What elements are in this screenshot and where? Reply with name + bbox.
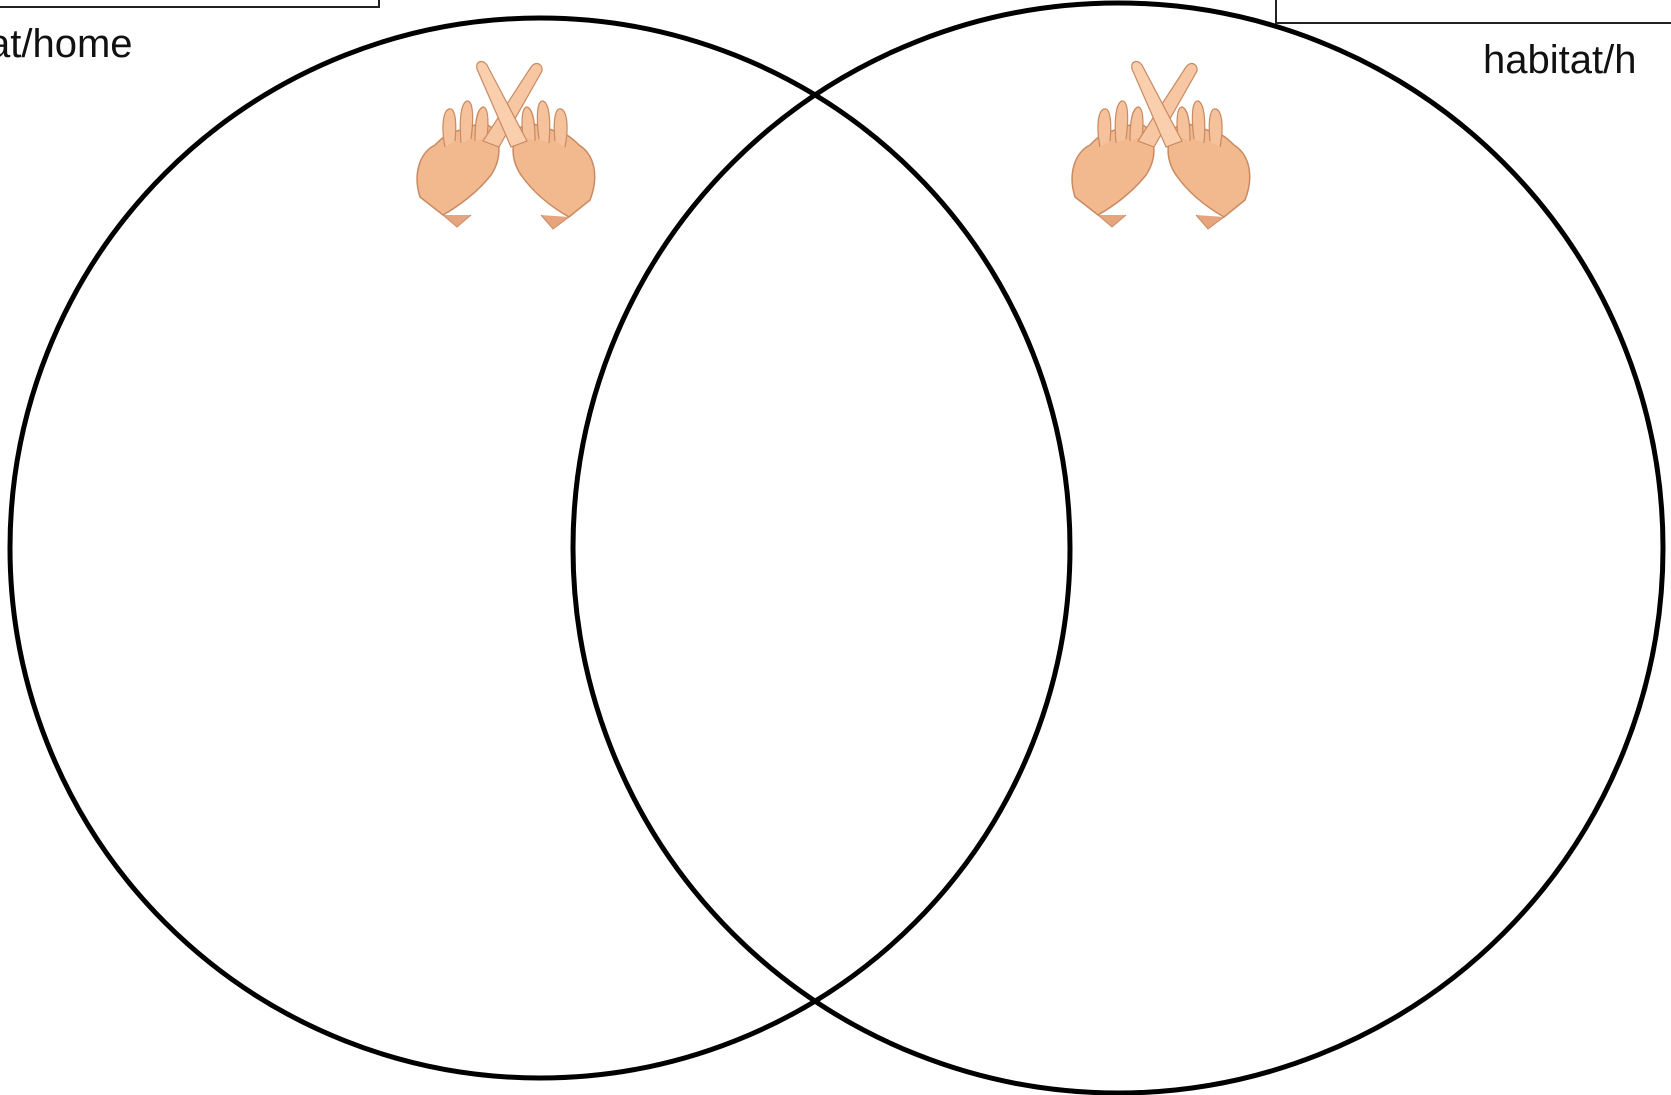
right-set-label: habitat/h: [1483, 40, 1636, 80]
crossed-fingers-icon: [417, 62, 595, 229]
crossed-fingers-icon: [1072, 62, 1250, 229]
left-set-label: at/home: [0, 24, 133, 64]
